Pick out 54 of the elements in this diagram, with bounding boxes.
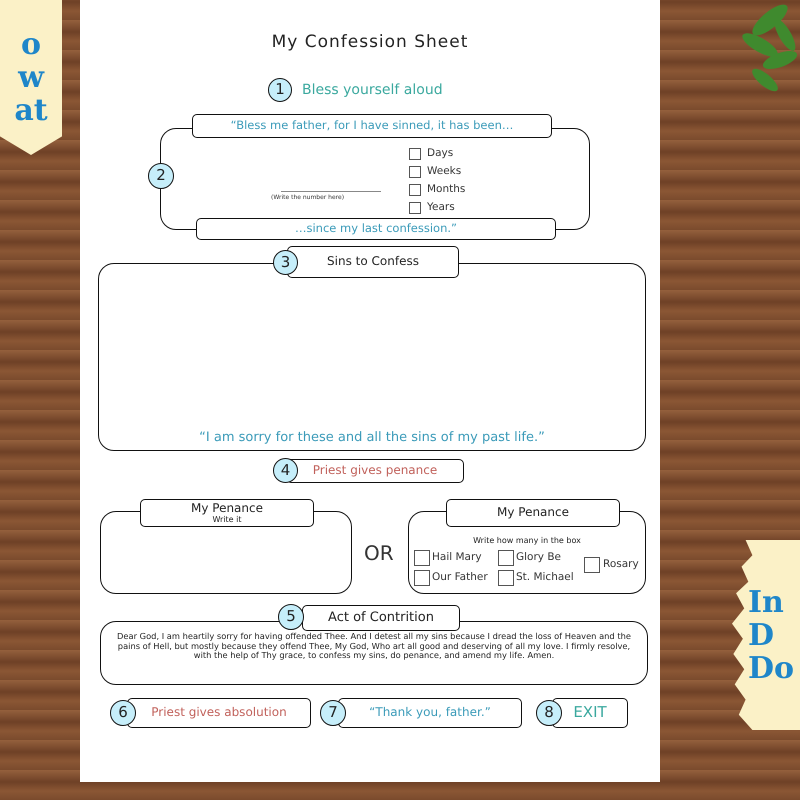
step-label: “Thank you, father.” xyxy=(369,706,491,720)
step-label: Priest gives absolution xyxy=(151,706,287,720)
step-label: EXIT xyxy=(573,704,607,722)
section-tab xyxy=(302,605,460,631)
sheet-title: My Confession Sheet xyxy=(270,32,470,52)
step-number: 7 xyxy=(328,704,338,722)
checkbox xyxy=(414,570,430,586)
checkbox xyxy=(498,570,514,586)
prayer-box xyxy=(100,621,648,685)
step-label: “Bless me father, for I have sinned, it has been… xyxy=(230,119,514,133)
step-number: 6 xyxy=(118,704,128,722)
prompt-banner xyxy=(192,114,552,138)
checkbox xyxy=(409,166,421,178)
step-label: My Penance xyxy=(496,506,569,520)
section-tab xyxy=(140,499,314,527)
option-label: Rosary xyxy=(603,558,639,570)
promo-ribbon xyxy=(0,0,62,155)
option-label: St. Michael xyxy=(516,571,574,583)
prompt-banner xyxy=(196,218,556,240)
option-label: Hail Mary xyxy=(432,551,482,563)
checkbox xyxy=(498,550,514,566)
step-label: Sins to Confess xyxy=(327,255,419,269)
step-label: Act of Contrition xyxy=(328,610,434,626)
step-number: 3 xyxy=(280,254,290,272)
body-text: Dear God, I am heartily sorry for having offended Thee. And I detest all my sins because I dread the loss of Heaven and the pains of Hell, but mostly because they offend Thee, My God, Who art all good and deserving of all my love. I firmly resolve, with the help of Thy grace, to confess my sins, do penance, and amend my life. Amen. xyxy=(116,632,632,661)
step-label: Bless yourself aloud xyxy=(302,82,443,98)
step-label: My Penance xyxy=(190,502,263,516)
step-label: …since my last confession.” xyxy=(295,222,457,236)
promo-text: In D Do xyxy=(747,584,796,688)
promo-text: o w at xyxy=(13,26,49,130)
body-text: “I am sorry for these and all the sins of my past life.” xyxy=(198,431,546,446)
step-label: Priest gives penance xyxy=(312,464,438,478)
checkbox xyxy=(584,557,600,573)
step-number: 1 xyxy=(275,81,285,99)
checkbox xyxy=(414,550,430,566)
or-text: OR xyxy=(364,541,394,565)
tab-subtitle: Write it xyxy=(212,515,242,524)
section-tab xyxy=(287,246,459,278)
step-number: 8 xyxy=(544,704,554,722)
option-label: Years xyxy=(427,201,455,213)
checkbox xyxy=(409,184,421,196)
section-tab xyxy=(446,499,620,527)
option-label: Our Father xyxy=(432,571,488,583)
step-number: 5 xyxy=(286,608,296,626)
promo-starburst xyxy=(732,540,800,730)
checkbox xyxy=(409,148,421,160)
body-text: Write how many in the box xyxy=(472,536,582,546)
option-label: Months xyxy=(427,183,466,195)
step-number: 4 xyxy=(280,462,290,480)
option-label: Glory Be xyxy=(516,551,562,563)
checkbox xyxy=(409,202,421,214)
option-label: Days xyxy=(427,147,454,159)
step-number: 2 xyxy=(156,167,166,185)
option-label: Weeks xyxy=(427,165,462,177)
